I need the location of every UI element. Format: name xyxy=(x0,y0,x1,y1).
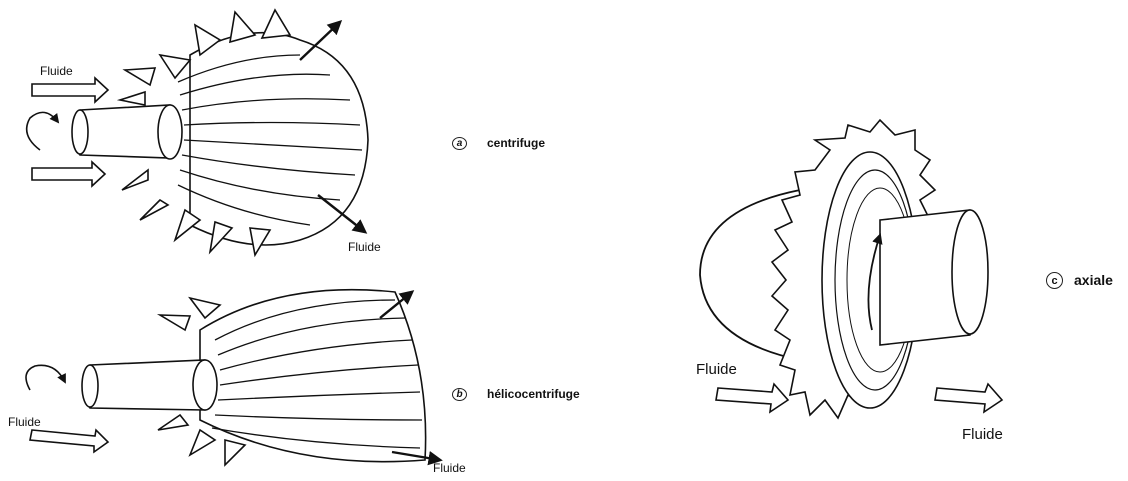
figure-marker-b: b xyxy=(452,388,467,401)
fluid-in-label-c: Fluide xyxy=(696,361,737,378)
fluid-out-label-a: Fluide xyxy=(348,240,381,254)
axial-impeller xyxy=(700,120,1002,418)
mixed-flow-impeller xyxy=(26,290,440,465)
caption-centrifuge: centrifuge xyxy=(487,136,545,150)
caption-axiale: axiale xyxy=(1074,272,1113,288)
caption-helicocentrifuge: hélicocentrifuge xyxy=(487,387,580,401)
figure-marker-c: c xyxy=(1046,272,1063,289)
figure-marker-a: a xyxy=(452,137,467,150)
fluid-out-label-b: Fluide xyxy=(433,461,466,475)
fluid-in-label-a: Fluide xyxy=(40,64,73,78)
fluid-out-label-c: Fluide xyxy=(962,426,1003,443)
centrifugal-impeller xyxy=(27,10,368,255)
fluid-in-label-b: Fluide xyxy=(8,415,41,429)
